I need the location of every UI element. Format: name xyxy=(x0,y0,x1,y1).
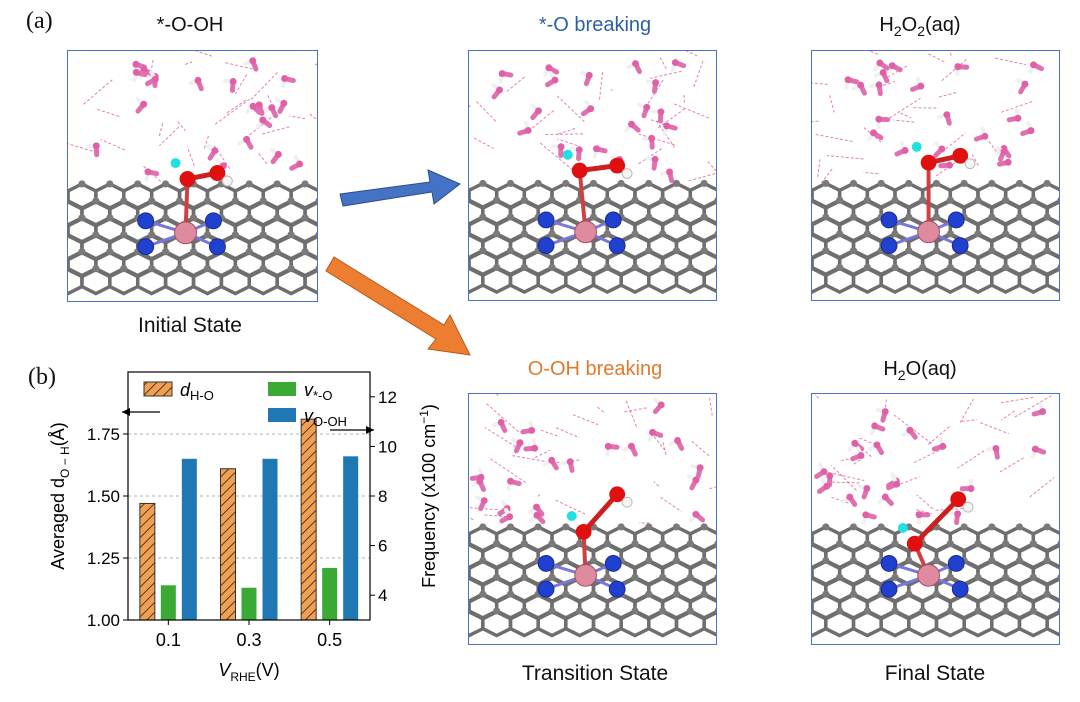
molecule-final2 xyxy=(812,394,1059,644)
water-network xyxy=(469,51,716,187)
y-left-tick-label: 1.50 xyxy=(87,487,120,506)
bar-d_H-O-0.1 xyxy=(140,503,155,620)
legend-swatch-v2 xyxy=(268,408,296,422)
y-right-tick-label: 10 xyxy=(378,437,397,456)
caption-final-state: Final State xyxy=(845,662,1025,686)
legend-label-d: dH-O xyxy=(180,380,214,403)
title-initial: *-O-OH xyxy=(120,14,260,37)
legend-swatch-v1 xyxy=(268,382,296,396)
y-left-tick-label: 1.75 xyxy=(87,425,120,444)
snapshot-initial-state xyxy=(67,50,318,302)
bar-v_*-O-0.5 xyxy=(322,568,337,620)
bar-v_O-OH-0.3 xyxy=(263,459,278,620)
title-ooh-breaking: O-OH breaking xyxy=(495,358,695,381)
water-network xyxy=(68,51,317,185)
orange-arrow xyxy=(320,245,480,365)
molecule-ts1 xyxy=(469,51,716,300)
title-h2o2: H2O2(aq) xyxy=(840,14,1000,39)
x-tick-label: 0.5 xyxy=(317,630,342,650)
y-left-tick-label: 1.00 xyxy=(87,611,120,630)
y-right-tick-label: 12 xyxy=(378,388,397,407)
bar-v_O-OH-0.1 xyxy=(182,459,197,620)
legend-swatch-d xyxy=(144,382,172,396)
bar-d_H-O-0.5 xyxy=(301,419,316,620)
bar-v_*-O-0.3 xyxy=(242,588,257,620)
panel-a-label: (a) xyxy=(26,8,53,35)
legend-label-v2: vO-OH xyxy=(304,406,347,429)
caption-initial-state: Initial State xyxy=(100,314,280,338)
legend-label-v1: v*-O xyxy=(304,380,333,403)
y-left-tick-label: 1.25 xyxy=(87,549,120,568)
left-axis-arrowhead xyxy=(122,408,130,416)
bar-d_H-O-0.3 xyxy=(221,469,236,620)
water-network xyxy=(469,394,716,523)
caption-transition-state: Transition State xyxy=(490,662,700,686)
x-tick-label: 0.1 xyxy=(156,630,181,650)
chart-svg: 0.1 0.3 0.5 1.00 1.25 1.50 1.75 4 6 8 10 12Averaged… xyxy=(40,360,460,697)
y-left-axis-label: Averaged dO − H(Å) xyxy=(48,422,72,569)
y-right-axis-label: Frequency (x100 cm−1) xyxy=(417,404,439,588)
bar-v_*-O-0.1 xyxy=(161,585,176,620)
y-right-tick-label: 4 xyxy=(378,586,387,605)
snapshot-h2o2 xyxy=(811,50,1060,301)
molecule-initial xyxy=(68,51,317,301)
x-axis-label: VRHE(V) xyxy=(218,660,279,684)
snapshot-h2o xyxy=(811,393,1060,645)
x-tick-label: 0.3 xyxy=(236,630,261,650)
blue-arrow xyxy=(330,160,470,220)
molecule-ts2 xyxy=(469,394,716,644)
y-right-tick-label: 8 xyxy=(378,487,387,506)
molecule-final1 xyxy=(812,51,1059,300)
title-h2o: H2O(aq) xyxy=(850,358,990,383)
title-o-breaking: *-O breaking xyxy=(505,14,685,37)
snapshot-ooh-breaking xyxy=(468,393,717,645)
snapshot-o-breaking xyxy=(468,50,717,301)
chart-legend: dH-O v*-O vO-OH xyxy=(122,380,374,434)
bar-v_O-OH-0.5 xyxy=(343,456,358,620)
water-network xyxy=(812,394,1054,523)
y-right-tick-label: 6 xyxy=(378,537,387,556)
